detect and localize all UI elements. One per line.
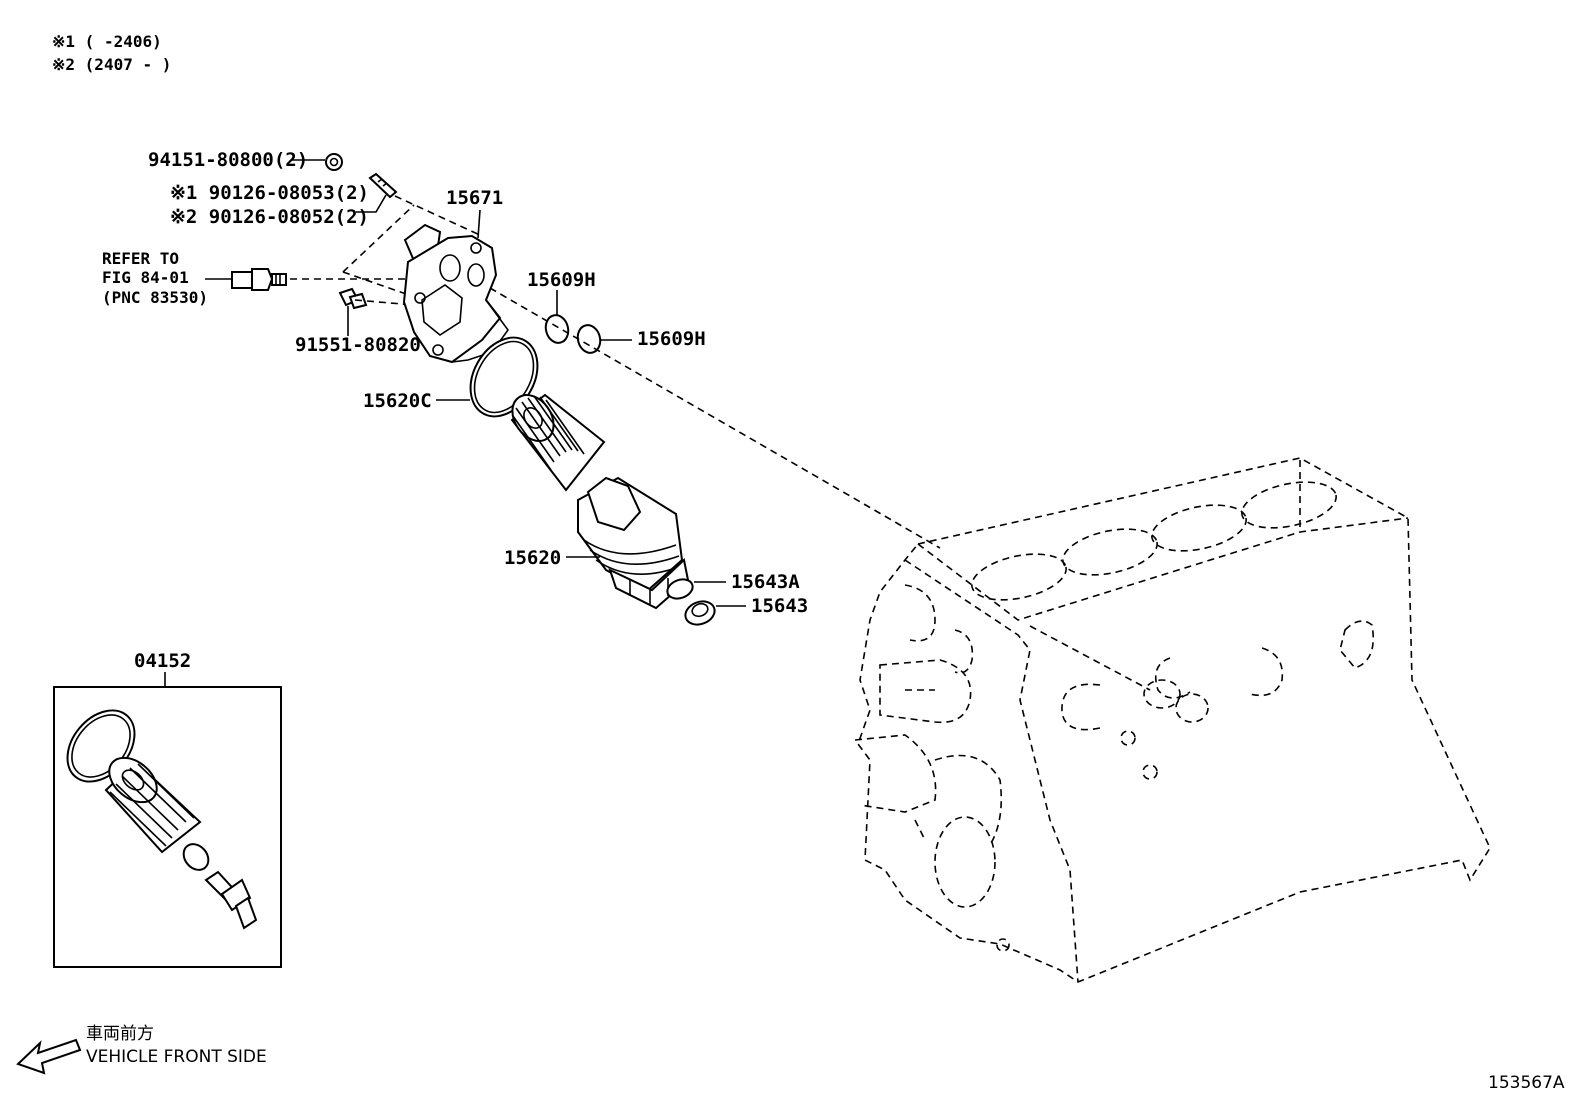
- note-2: ※2 (2407 - ): [52, 55, 171, 74]
- label-15620[interactable]: 15620: [504, 547, 561, 569]
- kit-drain-plug: [204, 870, 258, 930]
- kit-o-ring: [182, 843, 210, 871]
- label-90126-08053[interactable]: ※1 90126-08053(2): [170, 182, 369, 204]
- stud-90126-icon[interactable]: [368, 172, 398, 199]
- bolt-91551-icon[interactable]: [338, 287, 368, 310]
- bolt-94151-icon[interactable]: [325, 153, 343, 171]
- label-94151-80800[interactable]: 94151-80800(2): [148, 149, 308, 171]
- refer-line-2[interactable]: FIG 84-01: [102, 268, 189, 287]
- label-91551-80820[interactable]: 91551-80820: [295, 334, 421, 356]
- oil-filter-housing-15671[interactable]: [402, 223, 509, 364]
- label-15643[interactable]: 15643: [751, 595, 808, 617]
- label-90126-08052[interactable]: ※2 90126-08052(2): [170, 206, 369, 228]
- label-15620c[interactable]: 15620C: [363, 390, 432, 412]
- vehicle-front-en: VEHICLE FRONT SIDE: [86, 1047, 267, 1067]
- o-ring-15609h-left[interactable]: [543, 313, 571, 346]
- o-ring-15643a[interactable]: [665, 576, 696, 602]
- engine-block-outline: [854, 457, 1491, 983]
- o-ring-15609h-right[interactable]: [575, 323, 603, 356]
- refer-line-1: REFER TO: [102, 249, 179, 268]
- label-15643a[interactable]: 15643A: [731, 571, 800, 593]
- label-04152[interactable]: 04152: [134, 650, 191, 672]
- label-15609h-right[interactable]: 15609H: [637, 328, 706, 350]
- label-15609h-top[interactable]: 15609H: [527, 269, 596, 291]
- kit-04152-box[interactable]: [53, 686, 282, 968]
- oil-filter-cap-15620[interactable]: [577, 476, 690, 610]
- refer-line-3: (PNC 83530): [102, 288, 208, 307]
- kit-filter-element: [104, 756, 202, 854]
- vehicle-front-jp: 車両前方: [86, 1024, 154, 1044]
- vehicle-front-arrow-icon: [16, 1038, 82, 1075]
- drain-plug-15643[interactable]: [682, 598, 718, 629]
- label-15671[interactable]: 15671: [446, 187, 503, 209]
- filter-element-center[interactable]: [504, 387, 606, 492]
- figure-id: 153567A: [1488, 1073, 1565, 1093]
- note-1: ※1 ( -2406): [52, 32, 162, 51]
- oil-pressure-switch-icon[interactable]: [231, 268, 287, 291]
